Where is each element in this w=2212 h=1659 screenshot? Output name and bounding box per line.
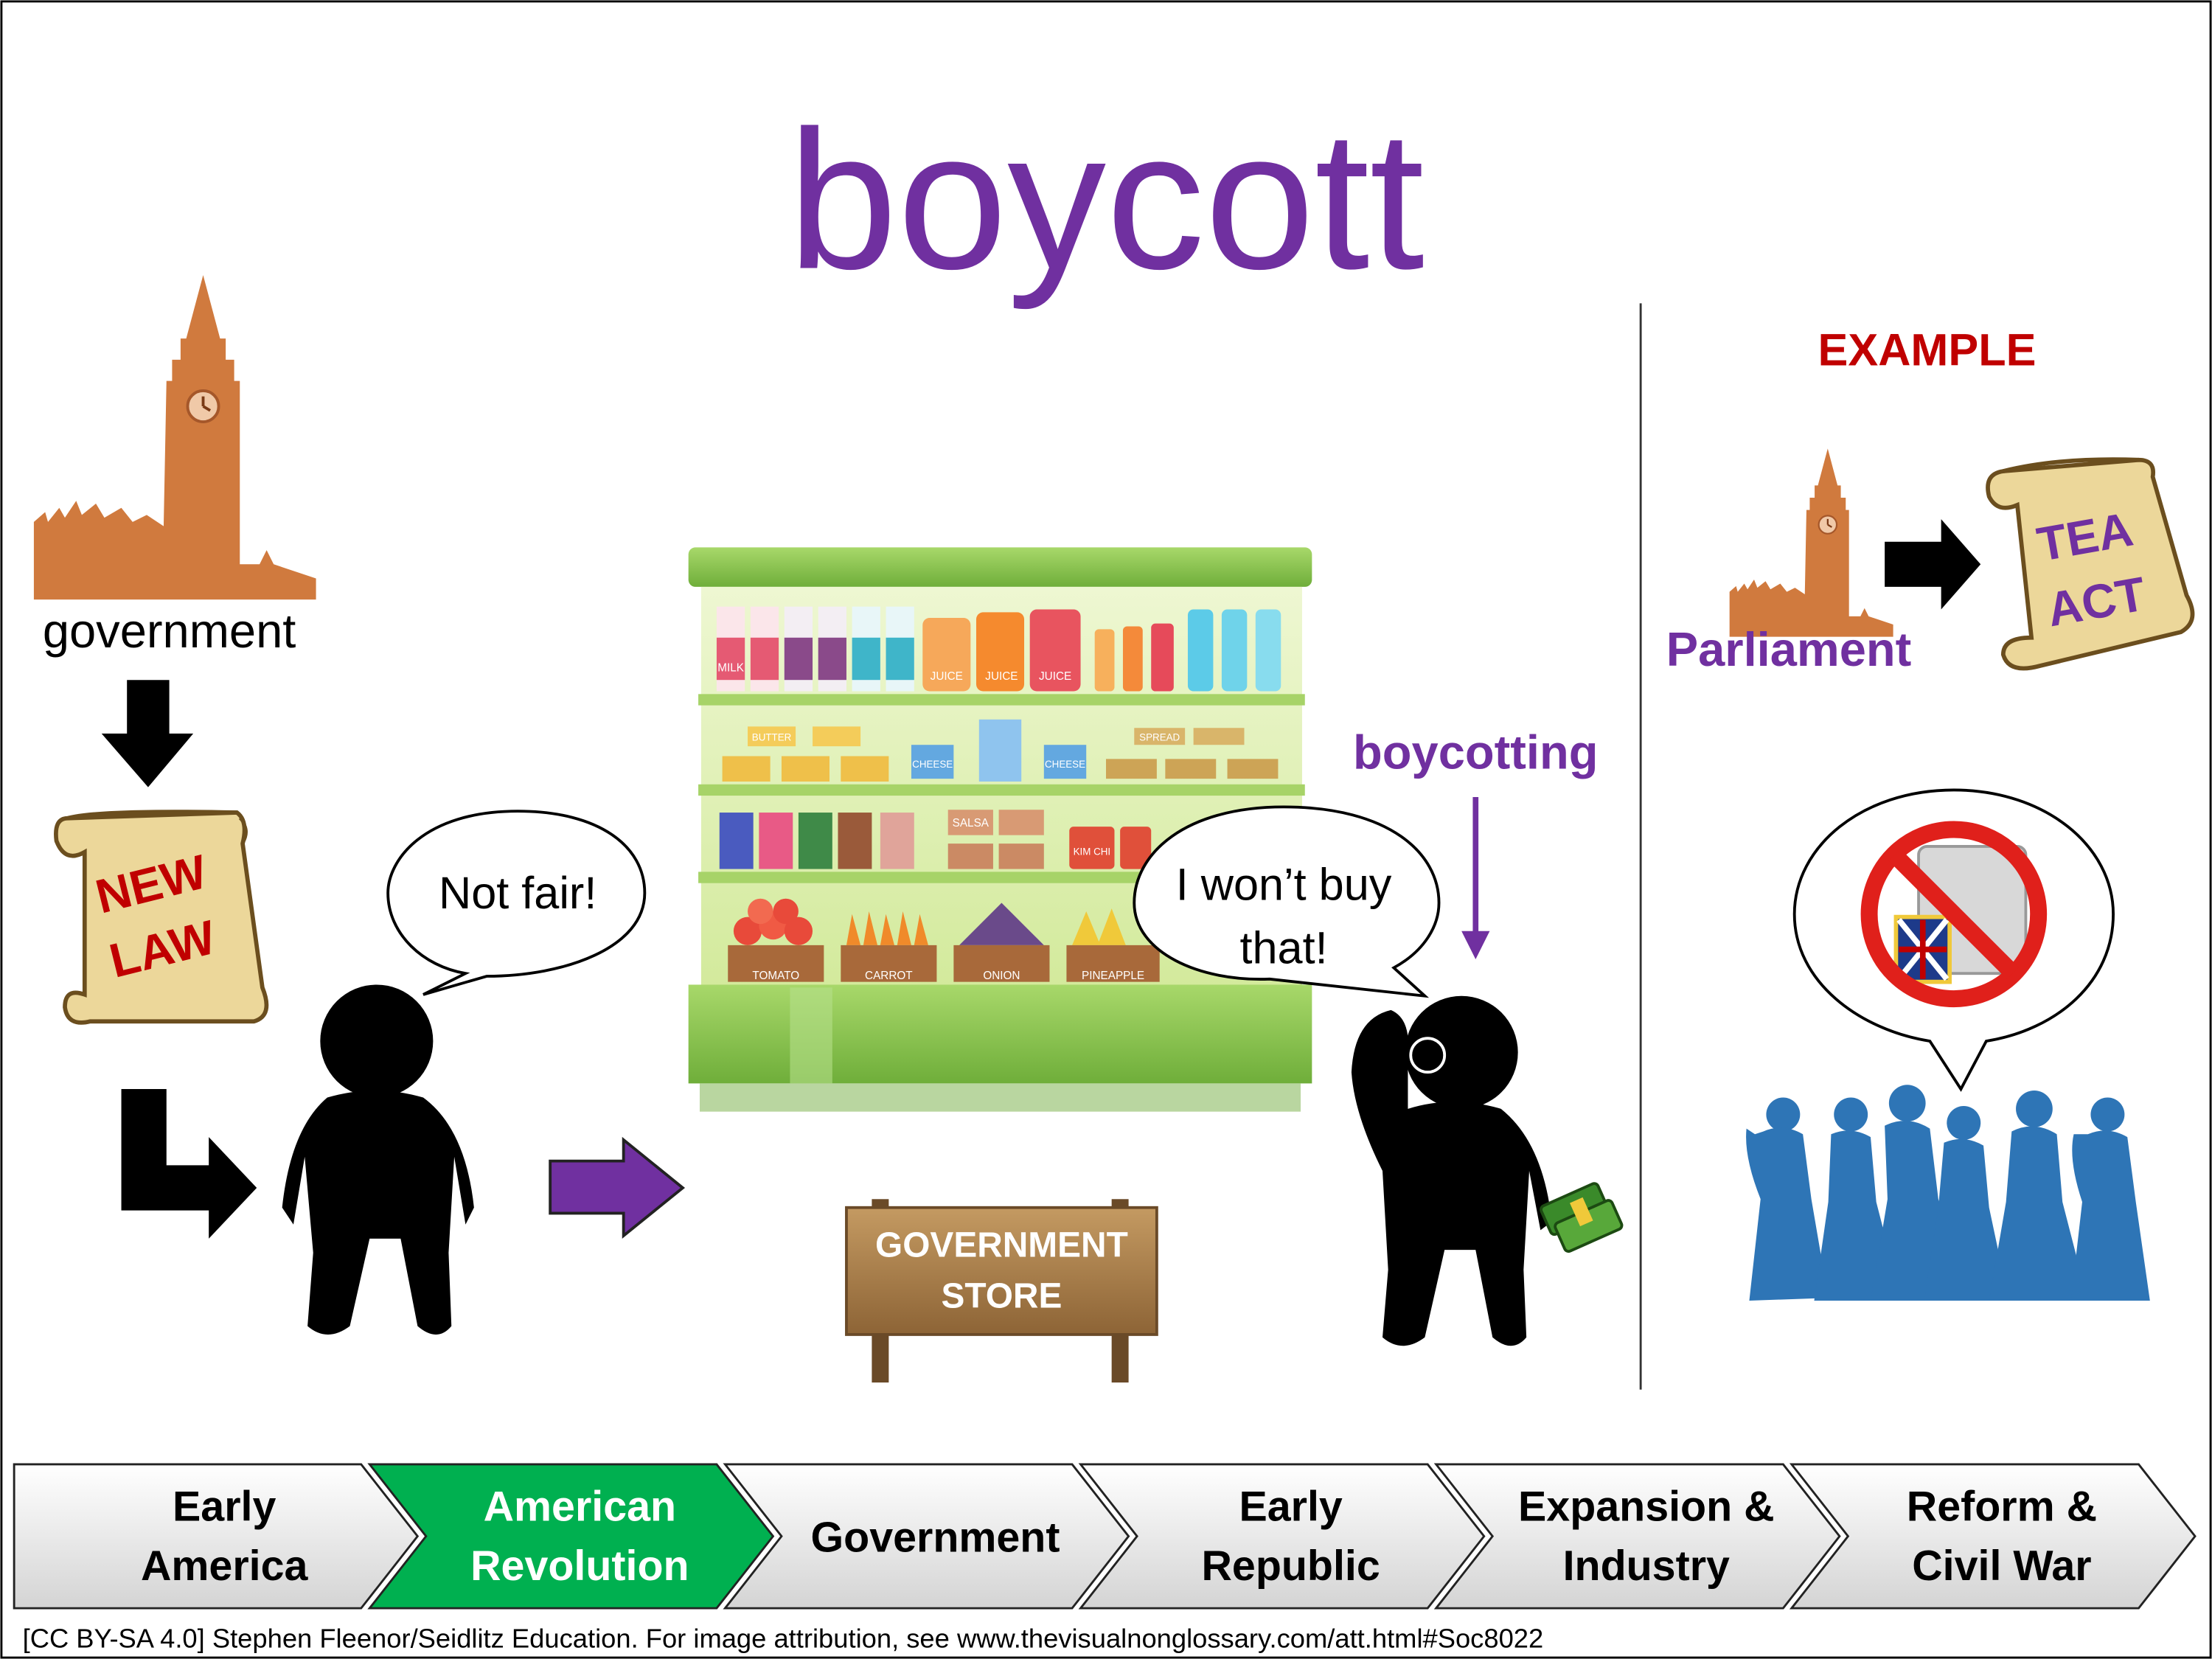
nav-tab-shape[interactable] xyxy=(367,1463,775,1610)
kimchi-jars xyxy=(1069,827,1152,869)
label-carrot: CARROT xyxy=(865,970,913,982)
nav-tab-label: Industry xyxy=(1563,1543,1730,1590)
label-kimchi: KIM CHI xyxy=(1074,846,1111,857)
no-sign-icon xyxy=(1860,821,2048,1008)
label-milk: MILK xyxy=(717,662,744,675)
speech-bubble-icon xyxy=(1133,805,1441,998)
butter-packs xyxy=(722,726,889,782)
speech-wont-buy-line1: I won’t buy xyxy=(1176,860,1392,910)
scroll-icon xyxy=(1986,457,2195,671)
cheese-packs xyxy=(911,719,1087,782)
label-tomato: TOMATO xyxy=(752,970,799,982)
nav-tab-shape[interactable] xyxy=(1078,1463,1486,1610)
nav-tab-shape[interactable] xyxy=(1433,1463,1841,1610)
nav-tab-label: Government xyxy=(811,1514,1060,1562)
person-silhouette-icon xyxy=(1351,995,1552,1346)
nav-tab-label: Republic xyxy=(1201,1543,1380,1590)
money-icon xyxy=(1540,1182,1624,1253)
sign-text-government: GOVERNMENT xyxy=(875,1226,1128,1265)
water-bottles xyxy=(1187,609,1281,692)
tea-bag-icon xyxy=(1893,845,2028,984)
nav-tab-shape[interactable] xyxy=(723,1463,1130,1610)
nav-tab-label: Revolution xyxy=(470,1543,689,1590)
label-spread: SPREAD xyxy=(1139,731,1180,742)
nav-tab-5[interactable]: Expansion & Industry xyxy=(1433,1463,1841,1610)
yogurt-cups xyxy=(719,813,914,869)
page-title: boycott xyxy=(787,90,1425,312)
nav-tab-shape[interactable] xyxy=(13,1463,420,1610)
boycotting-arrow-head xyxy=(1461,931,1490,960)
parliament-label: Parliament xyxy=(1666,622,1912,676)
nav-tab-label: Civil War xyxy=(1912,1543,2091,1590)
juice-jugs xyxy=(922,609,1174,692)
salsa-jars xyxy=(947,810,1044,869)
government-label: government xyxy=(43,604,296,658)
label-juice-2: JUICE xyxy=(985,670,1018,683)
nav-tab-label: Early xyxy=(173,1483,276,1530)
nav-tab-shape[interactable] xyxy=(1789,1463,2197,1610)
nav-tab-3[interactable]: Government xyxy=(723,1463,1130,1610)
unit-nav: EarlyAmericaAmericanRevolutionGovernment… xyxy=(13,1463,2197,1610)
spread-tubs xyxy=(1106,728,1279,779)
label-cheese-2: CHEESE xyxy=(1045,759,1085,770)
nav-tab-label: Reform & xyxy=(1907,1483,2097,1530)
nav-tab-label: America xyxy=(141,1543,309,1590)
produce-crates xyxy=(728,898,1160,982)
label-salsa: SALSA xyxy=(953,817,990,830)
nav-tab-6[interactable]: Reform & Civil War xyxy=(1789,1463,2197,1610)
nav-tab-label: Expansion & xyxy=(1518,1483,1775,1530)
example-heading: EXAMPLE xyxy=(1818,325,2037,375)
label-cheese: CHEESE xyxy=(912,759,953,770)
speech-wont-buy-line2: that! xyxy=(1240,923,1328,973)
crowd-silhouette-icon xyxy=(1746,1085,2150,1301)
person-silhouette-icon xyxy=(282,984,474,1335)
scroll-icon xyxy=(54,810,269,1025)
purple-arrow-icon xyxy=(549,1136,686,1239)
down-arrow-icon xyxy=(101,680,194,787)
milk-cartons xyxy=(716,606,914,692)
sign-text-store: STORE xyxy=(941,1277,1062,1316)
speech-bubble-icon xyxy=(386,810,647,996)
nav-tab-label: American xyxy=(484,1483,676,1530)
label-onion: ONION xyxy=(983,970,1020,982)
speech-not-fair: Not fair! xyxy=(439,868,597,918)
label-butter: BUTTER xyxy=(752,731,792,742)
nav-tab-label: Early xyxy=(1239,1483,1342,1530)
bent-arrow-icon xyxy=(121,1089,257,1239)
label-juice-3: JUICE xyxy=(1039,670,1071,683)
label-juice: JUICE xyxy=(931,670,963,683)
boycotting-label: boycotting xyxy=(1353,726,1598,779)
attribution-footer: [CC BY-SA 4.0] Stephen Fleenor/Seidlitz … xyxy=(23,1624,1544,1654)
store-sign xyxy=(845,1199,1158,1382)
label-pineapple: PINEAPPLE xyxy=(1082,970,1144,982)
